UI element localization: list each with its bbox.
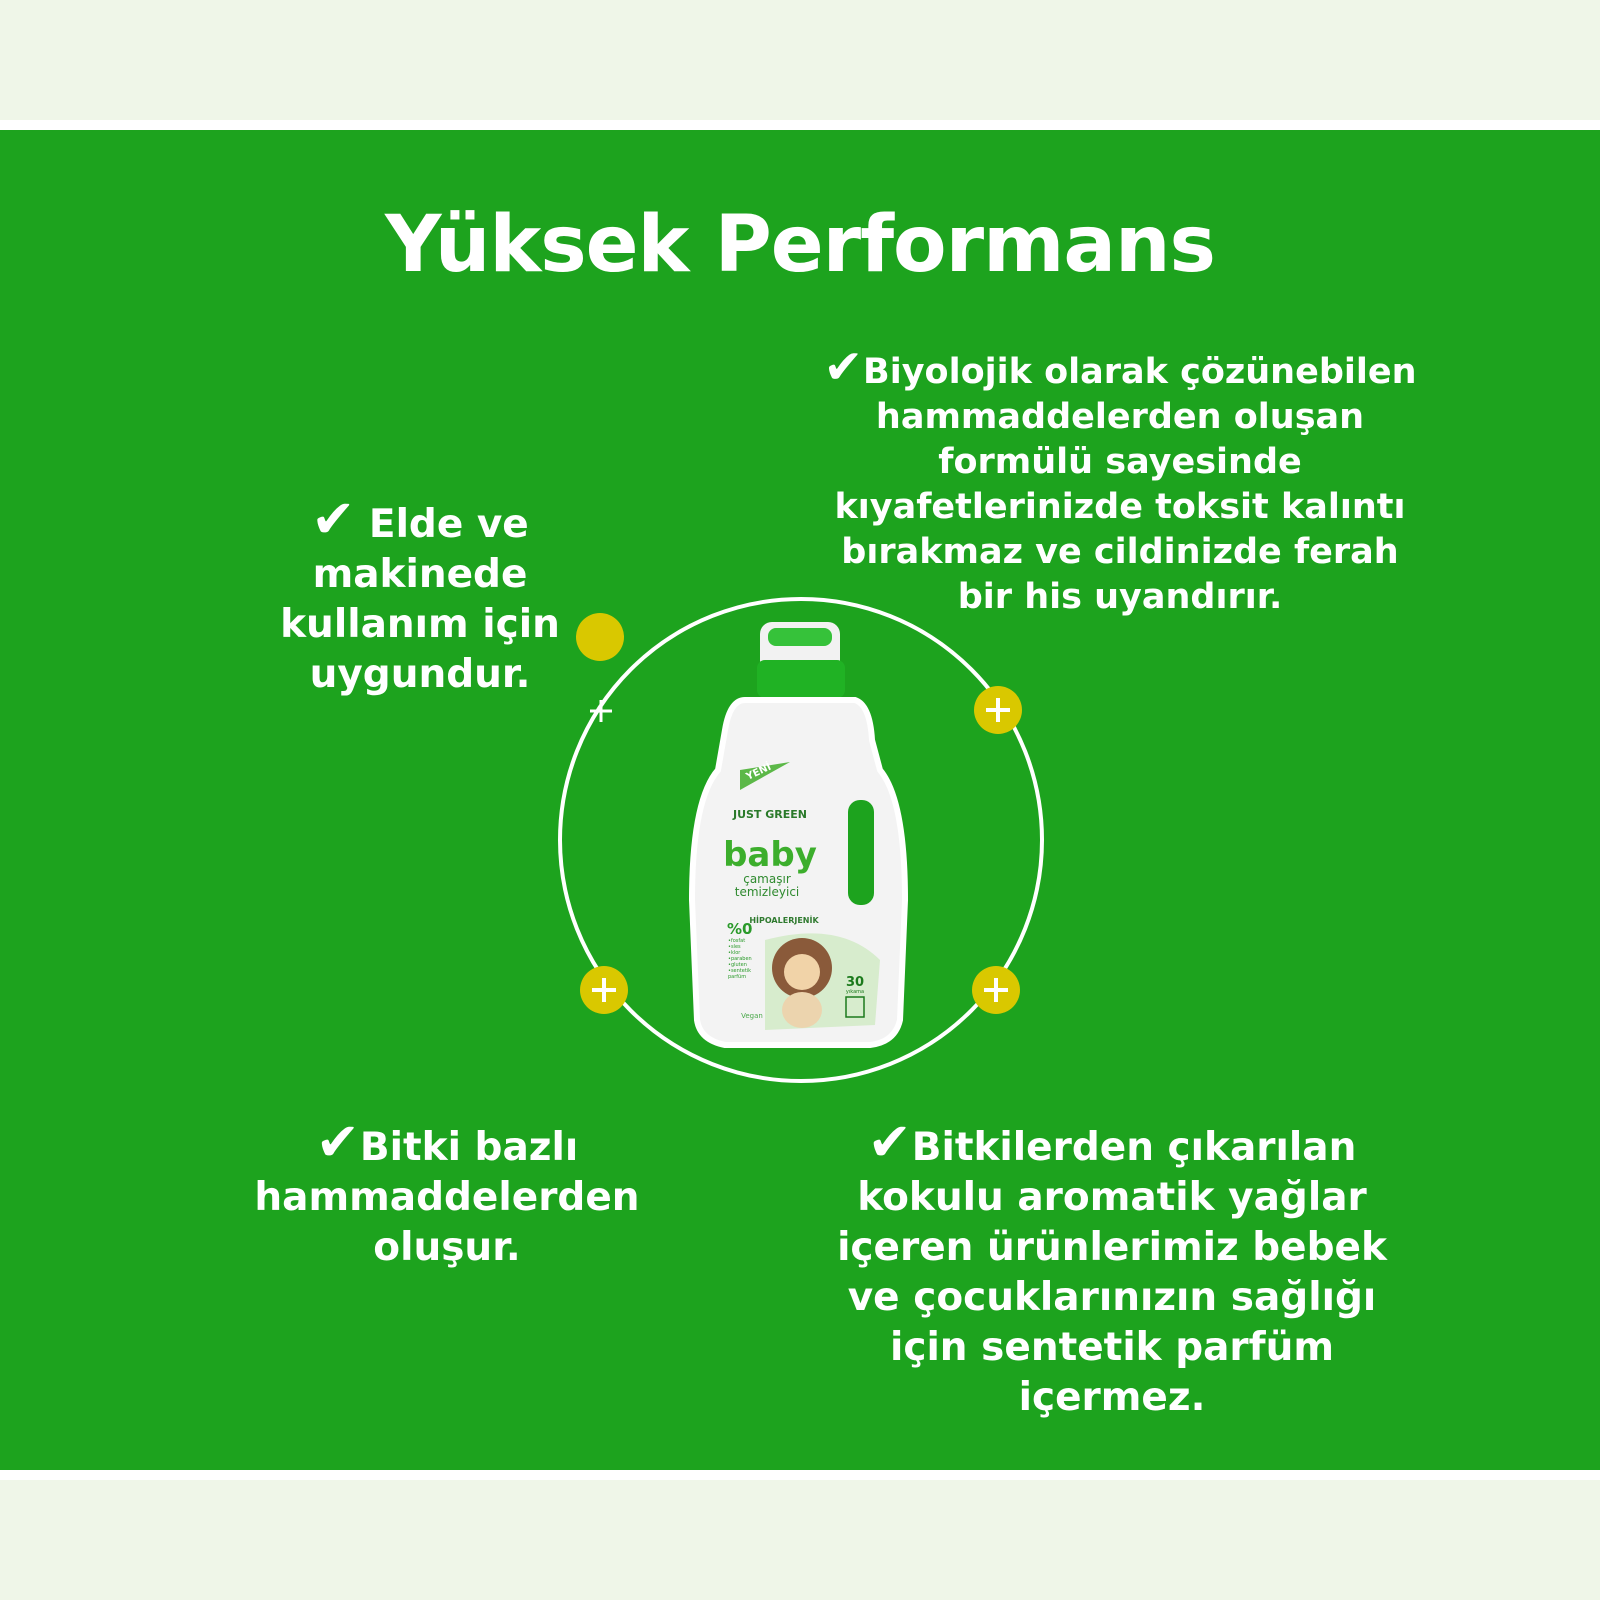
wash-label: yıkama xyxy=(846,989,864,995)
svg-text:•klor: •klor xyxy=(728,950,741,956)
feature-hand-machine: ✔ Elde ve makinede kullanım için uygundu… xyxy=(280,489,560,697)
product-name: baby xyxy=(723,835,817,875)
bottle xyxy=(688,622,909,1048)
zero-percent: %0 xyxy=(727,920,752,938)
top-divider xyxy=(0,120,1600,130)
check-icon: ✔ xyxy=(823,340,864,395)
bottom-divider xyxy=(0,1470,1600,1480)
small-plus-icon xyxy=(590,700,612,722)
free-of-list: •fosfat•sles•klor•paraben•gluten•senteti… xyxy=(728,938,752,980)
orbit-circle xyxy=(558,597,1044,1083)
yellow-dot xyxy=(576,613,624,661)
plus-badge-icon xyxy=(580,966,628,1014)
washing-machine-icon xyxy=(845,996,865,1018)
wash-count: 30 xyxy=(846,975,864,990)
plus-badge-icon xyxy=(972,966,1020,1014)
svg-text:•paraben: •paraben xyxy=(728,956,752,962)
product-subtitle: çamaşır xyxy=(743,872,791,886)
feature-plant-based: ✔Bitki bazlı hammaddelerden oluşur. xyxy=(254,1112,640,1270)
svg-text:parfüm: parfüm xyxy=(728,974,746,980)
feature-aromatic-oils: ✔Bitkilerden çıkarılan kokulu aromatik y… xyxy=(837,1112,1387,1420)
page-title: Yüksek Performans xyxy=(385,200,1216,290)
svg-text:•gluten: •gluten xyxy=(728,962,747,968)
check-icon: ✔ xyxy=(315,1112,360,1173)
svg-text:•sentetik: •sentetik xyxy=(728,968,751,974)
check-icon: ✔ xyxy=(311,489,356,550)
feature-biodegradable: ✔Biyolojik olarak çözünebilen hammaddele… xyxy=(823,340,1417,617)
svg-text:•sles: •sles xyxy=(728,944,741,950)
product-subtitle: temizleyici xyxy=(735,885,800,899)
brand-logo: JUST GREEN xyxy=(732,808,807,821)
svg-text:•fosfat: •fosfat xyxy=(728,938,745,944)
hypoallergenic-claim: HİPOALERJENİK xyxy=(749,915,819,925)
check-icon: ✔ xyxy=(867,1112,912,1173)
plus-badge-icon xyxy=(974,686,1022,734)
vegan-label: Vegan xyxy=(741,1012,763,1020)
